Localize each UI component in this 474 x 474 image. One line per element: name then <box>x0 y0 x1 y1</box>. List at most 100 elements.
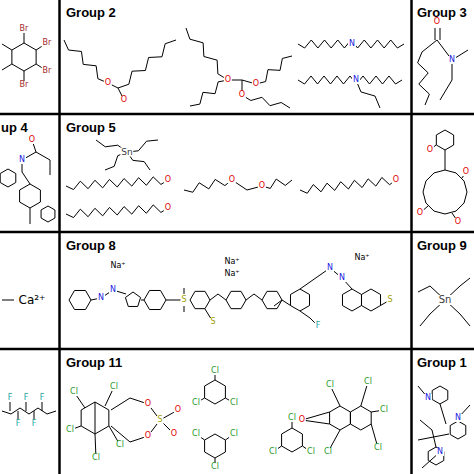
bond-line <box>418 434 449 440</box>
atom-label: O <box>252 80 260 88</box>
bond-line <box>190 291 210 308</box>
atom-label: Cl <box>306 448 316 456</box>
bond-line <box>342 289 361 311</box>
bond-line <box>350 406 371 430</box>
atom-label: F <box>23 394 30 402</box>
atom-label: S <box>180 296 187 304</box>
atom-label: O <box>224 76 232 84</box>
atom-label: Cl <box>91 454 101 462</box>
atom-label: N <box>436 448 444 456</box>
atom-label: N <box>326 264 334 272</box>
bond-line <box>36 152 50 175</box>
bond-line <box>440 60 452 100</box>
bond-line <box>81 402 109 434</box>
atom-label: N <box>348 40 356 48</box>
bond-line <box>0 169 16 187</box>
atom-label: O <box>238 91 246 99</box>
atom-label: Cl <box>325 381 335 389</box>
bond-line <box>205 434 226 458</box>
atom-label: Na⁺ <box>223 270 240 278</box>
bond-line <box>440 28 441 40</box>
bond-line <box>66 177 168 190</box>
atom-label: O <box>104 79 112 87</box>
atom-label: Cl <box>229 399 239 407</box>
group-heading: Group 8 <box>66 239 116 253</box>
atom-label: Sn <box>438 295 453 305</box>
group-heading: Group 2 <box>66 6 116 20</box>
group-panel: Group 3 <box>413 0 474 113</box>
bond-line <box>300 177 396 193</box>
atom-label: Br <box>19 25 30 33</box>
atom-label: Cl <box>268 448 278 456</box>
bond-line <box>262 179 292 188</box>
bond-line <box>246 294 262 300</box>
atom-label: O <box>228 176 236 184</box>
bond-line <box>2 64 12 70</box>
group-panel: Group 11 <box>61 350 411 474</box>
bond-line <box>111 398 160 442</box>
atom-label: Cl <box>115 441 125 449</box>
atom-label: O <box>174 406 182 414</box>
bond-line <box>95 402 96 434</box>
bond-line <box>432 386 448 404</box>
atom-label: Cl <box>323 448 333 456</box>
group-heading: Group 5 <box>66 121 116 135</box>
atom-label: N <box>352 76 360 84</box>
bond-line <box>186 28 228 80</box>
atom-label: Cl <box>191 399 201 407</box>
bond-line <box>2 300 14 301</box>
atom-label: N <box>424 394 432 402</box>
atom-label: Cl <box>191 430 201 438</box>
group-heading: up 4 <box>1 121 28 135</box>
grid-line <box>0 348 474 351</box>
atom-label: O <box>392 176 400 184</box>
bond-line <box>298 76 402 84</box>
group-panel: Group 2 <box>61 0 411 113</box>
bond-line <box>436 130 453 150</box>
atom-label: N <box>454 414 462 422</box>
grid-line <box>0 231 474 234</box>
bond-line <box>125 292 140 306</box>
group-heading: Group 1 <box>417 356 467 370</box>
bond-line <box>450 421 466 439</box>
atom-label: N <box>448 56 456 64</box>
atom-label: Na⁺ <box>109 262 126 270</box>
atom-label: Sn <box>120 148 133 157</box>
atom-label: S <box>386 296 393 304</box>
atom-label: O <box>28 136 36 144</box>
atom-label: O <box>462 168 470 176</box>
group-panel: up 4 <box>0 115 58 231</box>
bond-line <box>41 206 55 222</box>
bond-line <box>274 300 291 306</box>
bond-line <box>242 95 290 108</box>
atom-label: N <box>18 156 26 164</box>
atom-label: F <box>15 420 22 428</box>
bond-line <box>118 40 176 88</box>
bond-line <box>184 179 232 192</box>
atom-label: F <box>31 420 38 428</box>
atom-label: O <box>298 416 306 424</box>
atom-label: O <box>170 430 178 438</box>
bond-line <box>20 184 41 208</box>
bond-line <box>226 291 246 308</box>
atom-label: F <box>39 394 46 402</box>
bond-line <box>298 40 404 48</box>
group-heading: Group 9 <box>417 239 467 253</box>
atom-label: Cl <box>363 378 373 386</box>
atom-label: O <box>144 400 152 408</box>
atom-label: O <box>426 146 434 154</box>
atom-label: O <box>144 432 152 440</box>
atom-label: S <box>156 416 163 424</box>
bond-line <box>256 56 292 84</box>
bond-line <box>422 40 437 52</box>
atom-label: N <box>109 286 117 294</box>
bond-line <box>30 208 31 224</box>
atom-label: O <box>120 96 128 104</box>
bond-line <box>144 290 166 309</box>
group-panel: Group 5 <box>61 115 411 231</box>
bond-line <box>205 380 226 404</box>
atom-label: O <box>433 18 441 26</box>
atom-label: N <box>97 294 105 302</box>
bond-line <box>290 289 309 311</box>
